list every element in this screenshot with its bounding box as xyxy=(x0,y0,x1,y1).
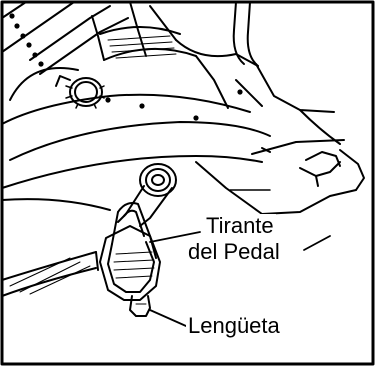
pedal-strap xyxy=(111,202,157,259)
pedal xyxy=(99,225,161,301)
lower-frame xyxy=(1,198,263,297)
pedal-strap-leader xyxy=(149,231,201,243)
tab-leader xyxy=(149,309,187,327)
seat-post-tube xyxy=(1,1,75,67)
body-shroud xyxy=(1,55,345,189)
front-stabilizer xyxy=(195,149,365,215)
pedal-tab xyxy=(129,295,151,317)
seat-assembly xyxy=(29,1,259,75)
adjustment-knob xyxy=(55,75,145,109)
strap-leader-tail xyxy=(303,235,331,251)
pedal-strap-label-line2: del Pedal xyxy=(186,239,282,264)
crank-arm xyxy=(117,163,177,227)
pedal-strap-label-line1: Tirante xyxy=(204,213,276,238)
tab-label: Lengüeta xyxy=(186,313,282,338)
